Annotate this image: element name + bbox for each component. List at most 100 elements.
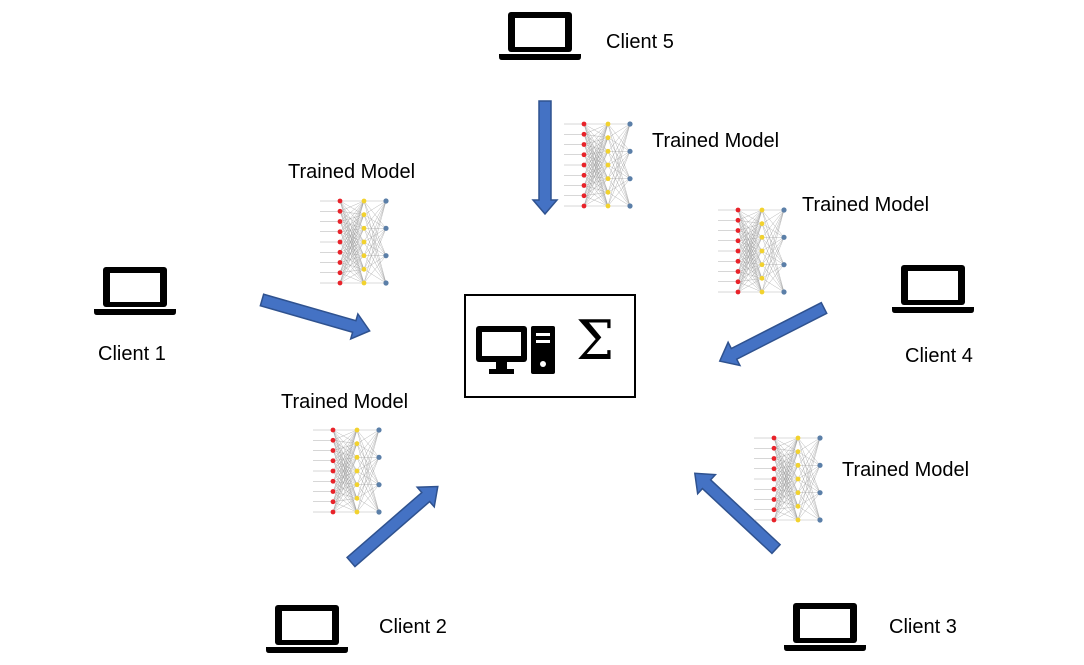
- nn-edge: [332, 470, 358, 482]
- nn-edge: [607, 123, 631, 152]
- nn-node: [735, 207, 741, 213]
- server-computer-icon: [476, 326, 555, 374]
- nn-edge: [339, 228, 365, 232]
- nn-node: [330, 509, 336, 515]
- nn-edge: [332, 429, 358, 482]
- nn-node: [337, 249, 343, 255]
- nn-edge: [339, 228, 365, 253]
- client-3-label: Client 3: [889, 616, 957, 638]
- nn-edge: [797, 437, 821, 507]
- nn-node: [795, 462, 801, 468]
- trained-model-label: Trained Model: [288, 161, 416, 183]
- nn-edge: [332, 457, 358, 502]
- nn-edge: [339, 200, 365, 263]
- nn-edge: [583, 123, 609, 186]
- nn-node: [361, 198, 367, 204]
- nn-node: [361, 280, 367, 286]
- nn-edge: [773, 437, 799, 459]
- client-1-label: Client 1: [98, 343, 166, 365]
- nn-edge: [339, 214, 365, 263]
- nn-node: [581, 131, 587, 137]
- nn-node: [759, 221, 765, 227]
- nn-node: [795, 435, 801, 441]
- client-4-label: Client 4: [905, 345, 973, 367]
- nn-edge: [583, 192, 609, 207]
- nn-edge: [773, 465, 799, 510]
- nn-edge: [356, 457, 380, 499]
- nn-edge: [773, 437, 799, 452]
- nn-edge: [773, 489, 799, 493]
- nn-edge: [797, 437, 821, 521]
- nn-node: [361, 266, 367, 272]
- nn-edge: [332, 498, 358, 502]
- nn-node: [781, 207, 787, 213]
- nn-edge: [761, 209, 785, 252]
- nn-edge: [583, 185, 609, 193]
- nn-edge: [773, 437, 799, 480]
- nn-edge: [773, 509, 799, 521]
- nn-edge: [356, 429, 380, 499]
- trained-model-label: Trained Model: [281, 391, 409, 413]
- nn-edge: [339, 221, 365, 229]
- nn-edge: [339, 200, 365, 273]
- nn-edge: [737, 220, 763, 238]
- nn-edge: [339, 200, 365, 212]
- nn-node: [383, 198, 389, 204]
- nn-edge: [332, 501, 358, 513]
- nn-edge: [339, 200, 365, 253]
- nn-node: [627, 176, 633, 182]
- nn-edge: [339, 200, 365, 243]
- nn-edge: [773, 478, 799, 490]
- nn-edge: [356, 429, 380, 472]
- neural-network-icon: [320, 198, 389, 286]
- nn-edge: [339, 241, 365, 263]
- nn-node: [605, 121, 611, 127]
- nn-node: [354, 427, 360, 433]
- nn-edge: [797, 506, 821, 521]
- nn-edge: [737, 237, 763, 293]
- nn-edge: [583, 164, 609, 207]
- nn-edge: [797, 437, 821, 493]
- nn-node: [771, 486, 777, 492]
- nn-edge: [583, 123, 609, 166]
- nn-node: [759, 234, 765, 240]
- nn-edge: [332, 457, 358, 472]
- nn-edge: [607, 123, 631, 166]
- nn-node: [337, 260, 343, 265]
- nn-edge: [583, 123, 609, 138]
- nn-edge: [761, 209, 785, 293]
- nn-edge: [332, 429, 358, 458]
- nn-edge: [761, 209, 785, 224]
- nn-edge: [332, 443, 358, 451]
- nn-edge: [773, 451, 799, 459]
- nn-node: [817, 462, 823, 468]
- nn-node: [330, 489, 336, 494]
- nn-node: [735, 238, 741, 244]
- nn-edge: [607, 123, 631, 179]
- nn-edge: [332, 481, 358, 485]
- nn-edge: [737, 237, 763, 252]
- nn-edge: [773, 437, 799, 490]
- nn-node: [759, 289, 765, 295]
- nn-edge: [332, 484, 358, 513]
- nn-edge: [339, 255, 365, 284]
- nn-node: [354, 509, 360, 515]
- nn-edge: [332, 481, 358, 499]
- nn-node: [376, 509, 382, 515]
- nn-node: [581, 162, 587, 168]
- nn-edge: [339, 200, 365, 229]
- nn-edge: [773, 506, 799, 521]
- nn-edge: [583, 151, 609, 186]
- trained-model-label: Trained Model: [652, 130, 780, 152]
- nn-node: [361, 253, 367, 259]
- nn-edge: [737, 237, 763, 272]
- nn-node: [817, 490, 823, 496]
- nn-node: [354, 441, 360, 447]
- nn-edge: [737, 209, 763, 262]
- nn-edge: [773, 465, 799, 490]
- nn-edge: [737, 223, 763, 282]
- nn-edge: [737, 209, 763, 272]
- nn-node: [735, 228, 741, 233]
- nn-edge: [339, 228, 365, 273]
- nn-node: [337, 219, 343, 224]
